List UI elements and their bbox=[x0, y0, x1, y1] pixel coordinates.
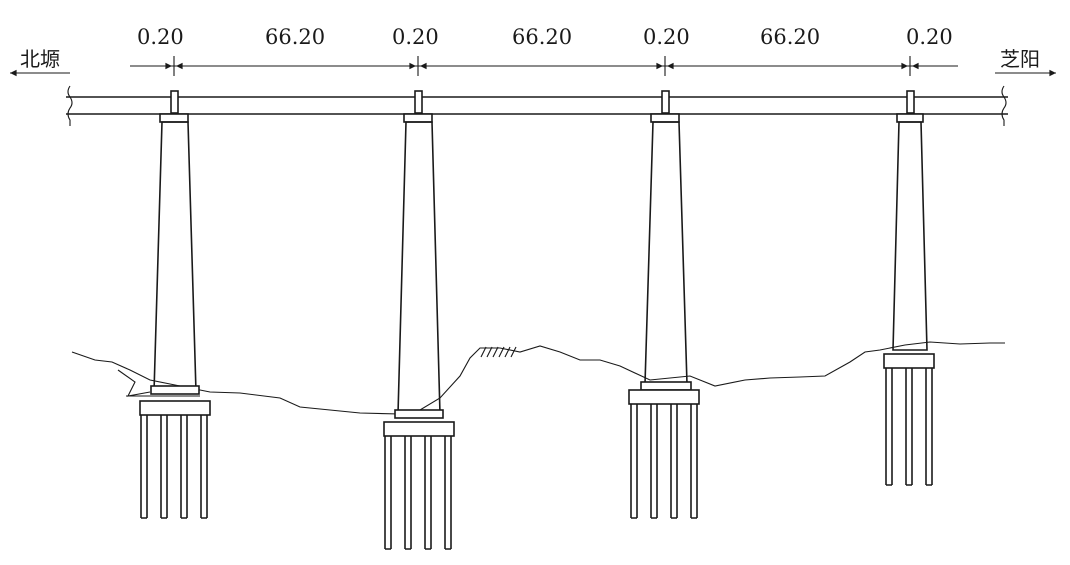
dim-label-5: 0.20 bbox=[643, 25, 690, 49]
pier-4 bbox=[883, 113, 935, 486]
pier-3 bbox=[628, 113, 700, 519]
dim-label-3: 0.20 bbox=[392, 25, 439, 49]
deck-bearings bbox=[170, 90, 915, 114]
rock-hatch bbox=[480, 346, 517, 358]
ground-profile bbox=[71, 341, 1005, 415]
pier-1 bbox=[139, 113, 211, 519]
slope-support bbox=[117, 369, 200, 397]
dim-label-6: 66.20 bbox=[760, 25, 820, 49]
dim-label-2: 66.20 bbox=[265, 25, 325, 49]
dim-label-4: 66.20 bbox=[512, 25, 572, 49]
dim-label-7: 0.20 bbox=[906, 25, 953, 49]
dimension-line bbox=[130, 56, 958, 76]
dim-label-1: 0.20 bbox=[137, 25, 184, 49]
pier-2 bbox=[383, 113, 455, 550]
bridge-deck bbox=[66, 85, 1008, 126]
direction-right-label: 芝阳 bbox=[1000, 47, 1040, 71]
direction-left-label: 北塬 bbox=[20, 47, 60, 71]
